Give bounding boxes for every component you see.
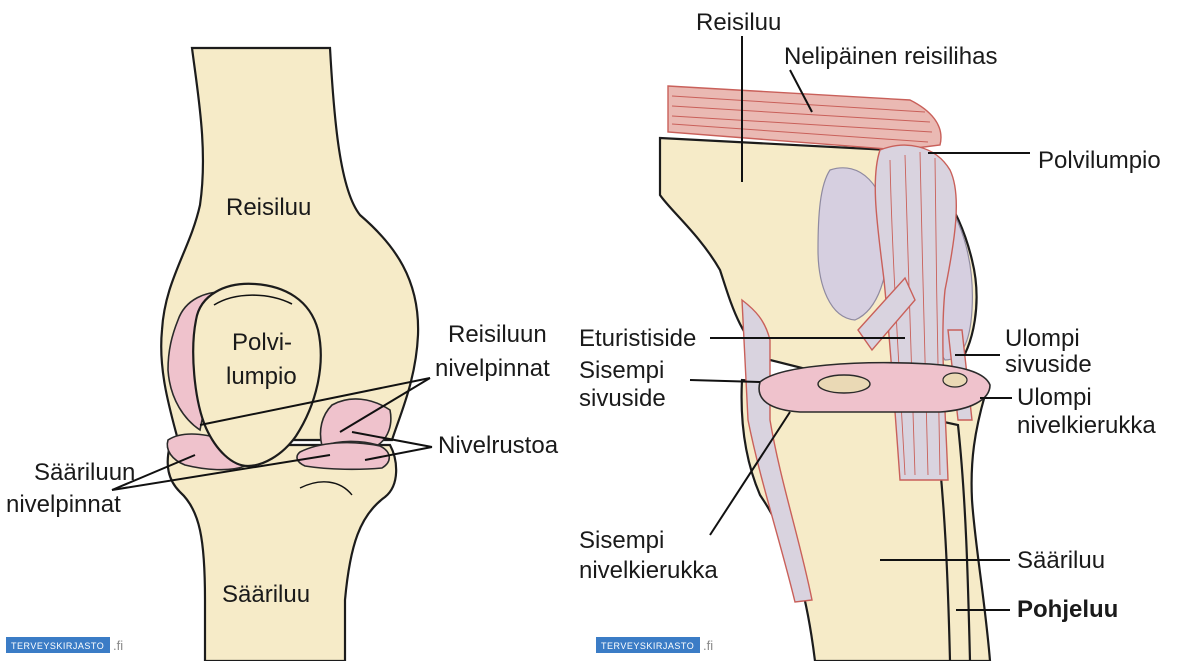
- left-tibia-surfaces-label-2: nivelpinnat: [6, 491, 121, 518]
- right-lcl-label-2: sivuside: [1005, 351, 1092, 378]
- right-logo-suffix: .fi: [703, 638, 713, 653]
- left-tibia-label: Sääriluu: [222, 581, 310, 608]
- left-femur-surfaces-label-1: Reisiluun: [448, 321, 547, 348]
- right-mcl-label-1: Sisempi: [579, 357, 664, 384]
- right-patella-label: Polvilumpio: [1038, 147, 1161, 174]
- right-acl-label: Eturistiside: [579, 325, 696, 352]
- left-cartilage-label: Nivelrustoa: [438, 432, 559, 459]
- left-tibia-surfaces-label-1: Sääriluun: [34, 459, 135, 486]
- left-knee-diagram: Reisiluu Polvi- lumpio Reisiluun nivelpi…: [6, 48, 559, 661]
- right-lat-meniscus-label-1: Ulompi: [1017, 384, 1092, 411]
- right-meniscus-lateral-center: [943, 373, 967, 387]
- right-femur-label: Reisiluu: [696, 9, 781, 36]
- right-quadriceps-label: Nelipäinen reisilihas: [784, 43, 997, 70]
- right-mcl-label-2: sivuside: [579, 385, 666, 412]
- right-lcl-label-1: Ulompi: [1005, 325, 1080, 352]
- left-logo-suffix: .fi: [113, 638, 123, 653]
- right-meniscus-center: [818, 375, 870, 393]
- right-med-meniscus-label-2: nivelkierukka: [579, 557, 718, 584]
- left-patella-label-1: Polvi-: [232, 329, 292, 356]
- left-logo-text: TERVEYSKIRJASTO: [11, 641, 104, 651]
- right-logo-text: TERVEYSKIRJASTO: [601, 641, 694, 651]
- right-fibula-label: Pohjeluu: [1017, 596, 1118, 623]
- right-lat-meniscus-label-2: nivelkierukka: [1017, 412, 1156, 439]
- left-patella-label-2: lumpio: [226, 363, 297, 390]
- left-femur-label: Reisiluu: [226, 194, 311, 221]
- right-tibia-label: Sääriluu: [1017, 547, 1105, 574]
- left-femur-surfaces-label-2: nivelpinnat: [435, 355, 550, 382]
- left-tibia-bone: [168, 445, 396, 661]
- right-med-meniscus-label-1: Sisempi: [579, 527, 664, 554]
- right-knee-diagram: Reisiluu Nelipäinen reisilihas Polvilump…: [579, 9, 1161, 661]
